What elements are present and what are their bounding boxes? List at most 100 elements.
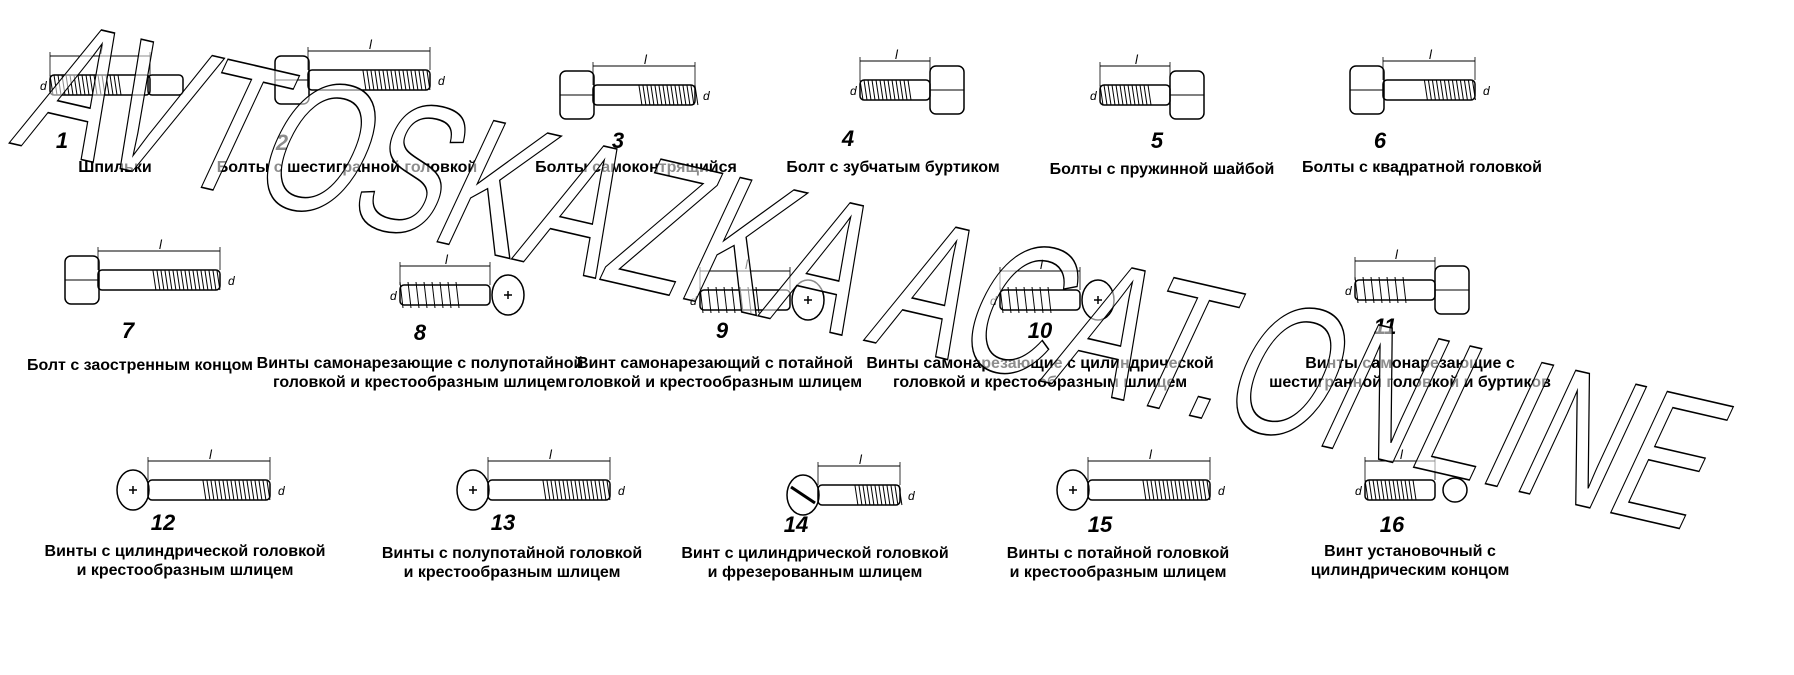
item-number: 2: [275, 130, 289, 155]
item-number: 12: [150, 510, 176, 535]
dimension-l: l: [445, 252, 449, 267]
caption-line: шестигранной головкой и буртиков: [1269, 374, 1551, 391]
caption-line: и крестообразным шлицем: [403, 564, 621, 581]
dimension-d: d: [990, 294, 997, 308]
dimension-l: l: [895, 47, 899, 62]
caption-line: и фрезерованным шлицем: [707, 564, 923, 581]
dimension-d: d: [390, 289, 397, 303]
caption-line: Винты самонарезающие с: [1305, 355, 1515, 372]
item-number: 5: [1150, 128, 1164, 153]
fastener-drawing-tap-oval: ld: [390, 252, 525, 316]
caption-line: Винты самонарезающие с цилиндрической: [866, 355, 1214, 372]
dimension-d: d: [40, 79, 47, 93]
dimension-d: d: [618, 484, 625, 498]
fastener-drawing-tap-pan: ld: [990, 257, 1115, 321]
fastener-drawing-oval: ld: [1056, 447, 1225, 511]
fastener-drawing-tap-hex: ld: [1345, 247, 1470, 315]
caption-line: Винты с потайной головкой: [1006, 545, 1230, 562]
fastener-drawing-tap-oval: ld: [690, 257, 825, 321]
dimension-l: l: [1149, 447, 1153, 462]
item-caption: Болты с пружинной шайбой: [1050, 160, 1275, 179]
caption-line: Винты с полупотайной головкой: [381, 545, 643, 562]
fastener-drawing-hex: ld: [559, 52, 710, 120]
fastener-drawing-flange: ld: [850, 47, 965, 115]
item-number: 15: [1087, 512, 1113, 537]
caption-line: Болты с квадратной головкой: [1301, 159, 1543, 176]
item-number: 7: [121, 318, 135, 343]
item-caption: Винт установочный с цилиндрическим концом: [1311, 542, 1510, 580]
item-caption: Болт с заостренным концом: [27, 356, 253, 375]
item-number: 11: [1373, 314, 1397, 339]
dimension-d: d: [908, 489, 915, 503]
dimension-d: d: [1345, 284, 1352, 298]
item-caption: Болт с зубчатым буртиком: [786, 158, 999, 177]
dimension-d: d: [850, 84, 857, 98]
caption-line: Винт с цилиндрической головкой: [681, 545, 949, 562]
dimension-d: d: [1483, 84, 1490, 98]
dimension-d: d: [228, 274, 235, 288]
caption-line: Винты самонарезающие с полупотайной: [256, 355, 584, 372]
fastener-drawing-stud: ld: [40, 42, 184, 96]
fastener-drawing-washer: ld: [1090, 52, 1205, 120]
dimension-l: l: [1040, 257, 1044, 272]
item-caption: Болты с квадратной головкой: [1302, 158, 1542, 177]
item-caption: Винты самонарезающие с цилиндрической гол…: [866, 354, 1213, 392]
item-number: 10: [1027, 318, 1053, 343]
dimension-d: d: [438, 74, 445, 88]
caption-line: головкой и крестообразным шлицем: [892, 374, 1188, 391]
dimension-d: d: [690, 294, 697, 308]
item-number: 16: [1379, 512, 1405, 537]
fastener-drawing-slot: ld: [786, 452, 915, 516]
caption-line: головкой и крестообразным шлицем: [567, 374, 863, 391]
dimension-d: d: [278, 484, 285, 498]
caption-line: Винт установочный с: [1324, 543, 1496, 560]
caption-line: и крестообразным шлицем: [1009, 564, 1227, 581]
item-number: 13: [490, 510, 516, 535]
item-number: 8: [413, 320, 427, 345]
item-caption: Винты самонарезающие с шестигранной голов…: [1269, 354, 1551, 392]
dimension-l: l: [644, 52, 648, 67]
item-caption: Болты с шестигранной головкой: [217, 158, 477, 177]
dimension-l: l: [159, 237, 163, 252]
dimension-d: d: [703, 89, 710, 103]
item-caption: Винт с цилиндрической головкой и фрезеров…: [681, 544, 948, 582]
dimension-d: d: [1355, 484, 1362, 498]
caption-line: цилиндрическим концом: [1310, 562, 1510, 579]
fastener-drawing-hex: ld: [274, 37, 445, 105]
item-number: 14: [783, 512, 809, 537]
caption-line: Болты самоконтрящийся: [535, 159, 737, 176]
dimension-l: l: [1400, 447, 1404, 462]
item-number: 4: [841, 126, 855, 151]
dimension-l: l: [100, 42, 104, 57]
dimension-l: l: [1135, 52, 1139, 67]
dimension-l: l: [1429, 47, 1433, 62]
dimension-l: l: [1395, 247, 1399, 262]
caption-line: Болт с заостренным концом: [26, 357, 254, 374]
caption-line: головкой и крестообразным шлицем: [272, 374, 568, 391]
dimension-l: l: [859, 452, 863, 467]
item-number: 9: [715, 318, 729, 343]
fastener-drawing-set: ld: [1355, 447, 1468, 503]
fastener-drawing-square: ld: [1349, 47, 1490, 115]
item-caption: Винты с полупотайной головкой и крестообр…: [382, 544, 642, 582]
item-caption: Болты самоконтрящийся: [535, 158, 737, 177]
dimension-d: d: [1218, 484, 1225, 498]
item-caption: Винты с потайной головкой и крестообразны…: [1007, 544, 1229, 582]
caption-line: Винт самонарезающий с потайной: [576, 355, 854, 372]
caption-line: Болт с зубчатым буртиком: [786, 159, 1000, 176]
dimension-l: l: [745, 257, 749, 272]
item-caption: Винты самонарезающие с полупотайной голов…: [257, 354, 584, 392]
fastener-drawing-oval: ld: [456, 447, 625, 511]
item-caption: Винт самонарезающий с потайной головкой и…: [568, 354, 862, 392]
caption-line: и крестообразным шлицем: [76, 562, 294, 579]
fastener-drawing-pan: ld: [116, 447, 285, 511]
dimension-l: l: [369, 37, 373, 52]
item-number: 3: [611, 128, 625, 153]
dimension-d: d: [1090, 89, 1097, 103]
caption-line: Болты с пружинной шайбой: [1049, 161, 1275, 178]
caption-line: Болты с шестигранной головкой: [216, 159, 478, 176]
item-number: 6: [1373, 128, 1387, 153]
caption-line: Шпильки: [78, 159, 152, 176]
